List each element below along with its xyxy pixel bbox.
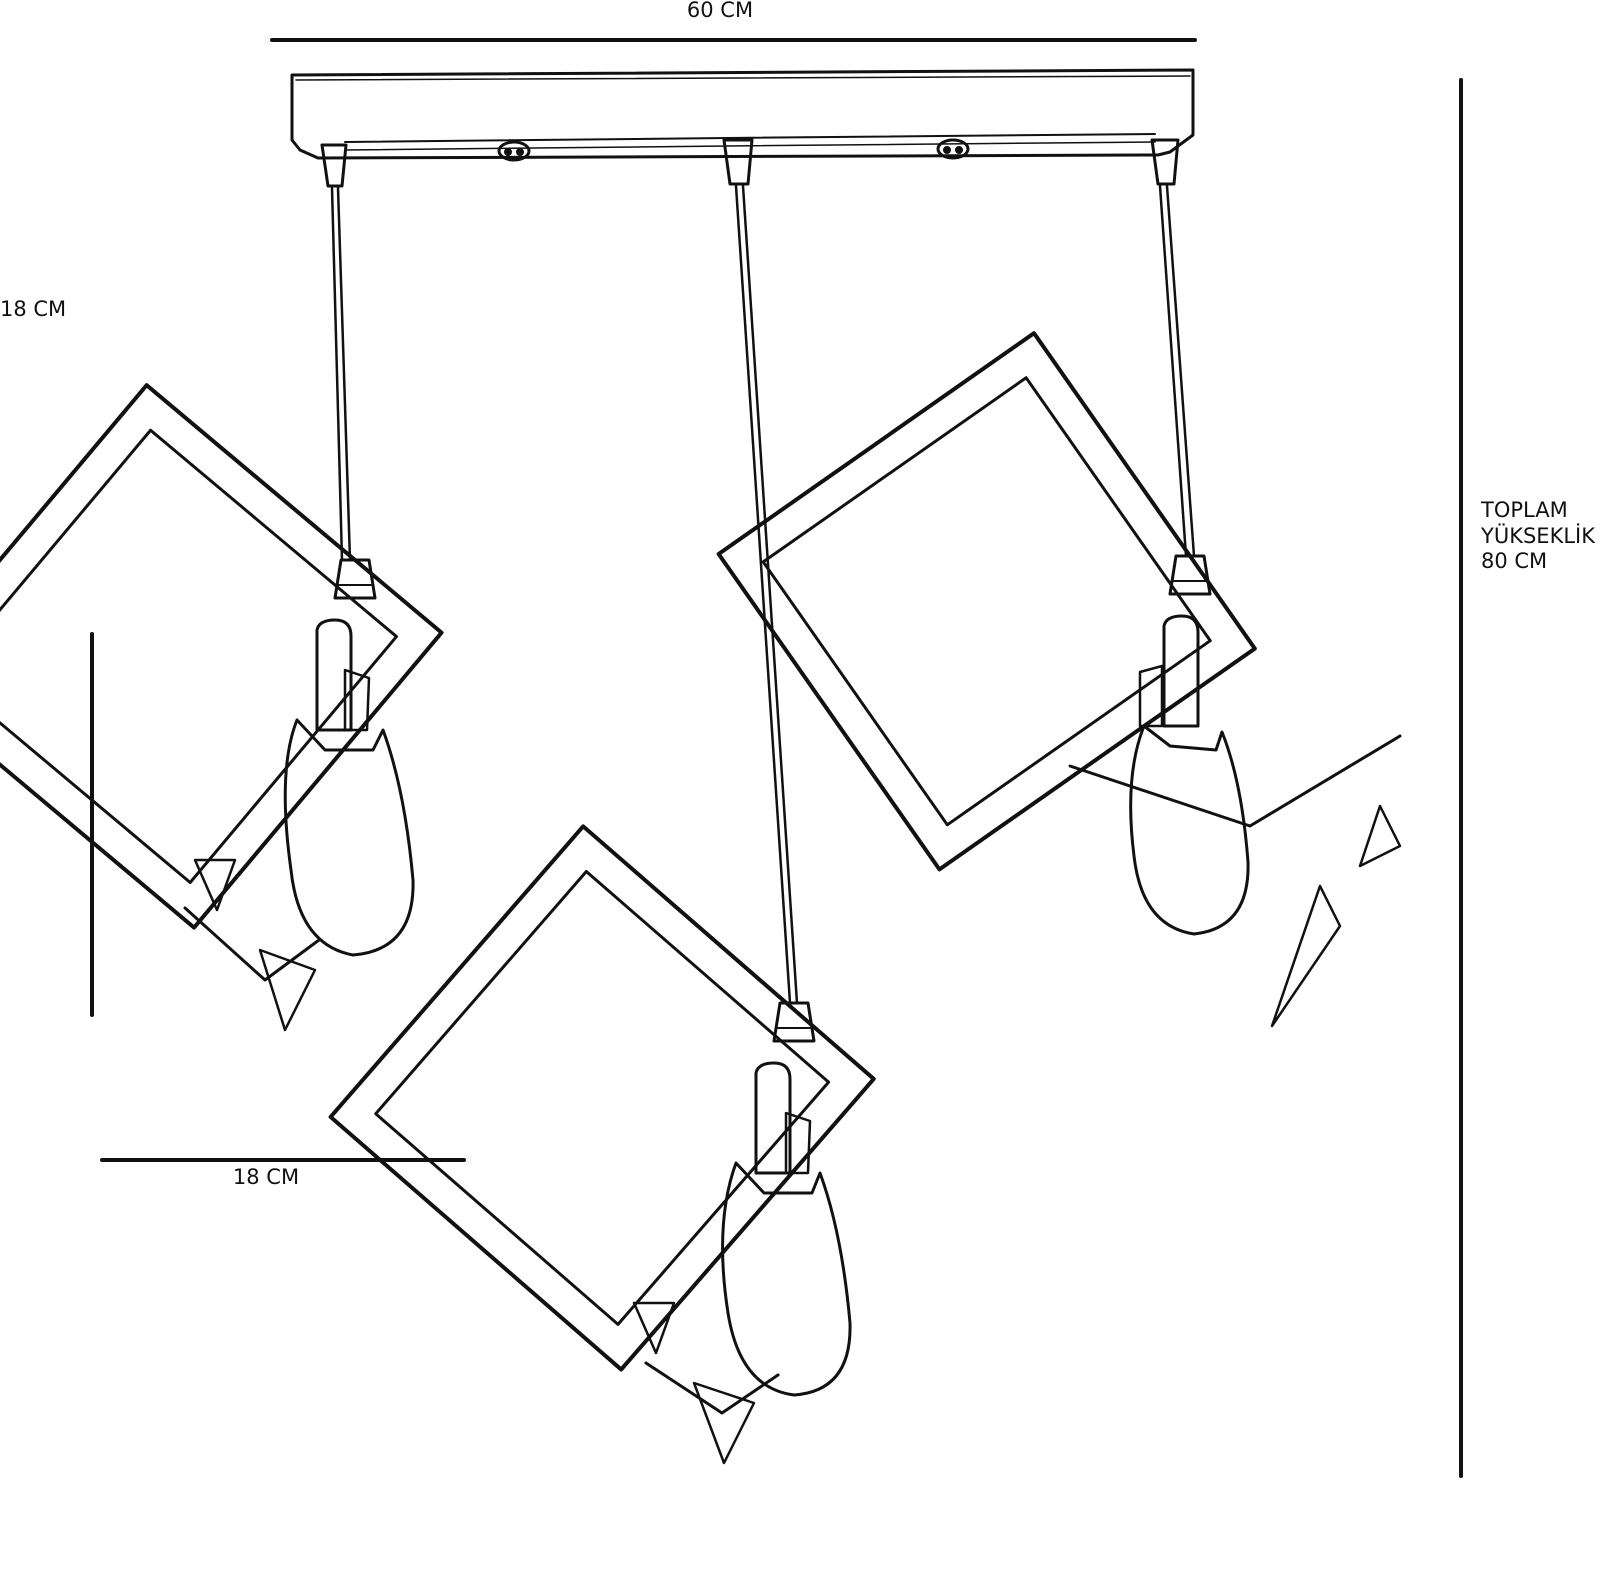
total-height-label-line-3: 80 CM xyxy=(1481,549,1548,574)
pendant-cords xyxy=(330,184,1196,1005)
pendant-center xyxy=(328,824,876,1465)
shade-height-dimension-label: 18 CM xyxy=(0,297,67,321)
total-height-label-line-1: TOPLAM xyxy=(1481,498,1568,522)
total-height-label-line-2: YÜKSEKLİK xyxy=(1481,523,1596,548)
ceiling-canopy xyxy=(290,68,1195,188)
shade-width-dimension-label: 18 CM xyxy=(232,1165,300,1189)
total-height-label: TOPLAM YÜKSEKLİK 80 CM xyxy=(1481,498,1595,575)
pendant-right xyxy=(716,331,1402,1028)
width-dimension-label: 60 CM xyxy=(686,0,754,22)
pendant-left xyxy=(0,383,444,1032)
